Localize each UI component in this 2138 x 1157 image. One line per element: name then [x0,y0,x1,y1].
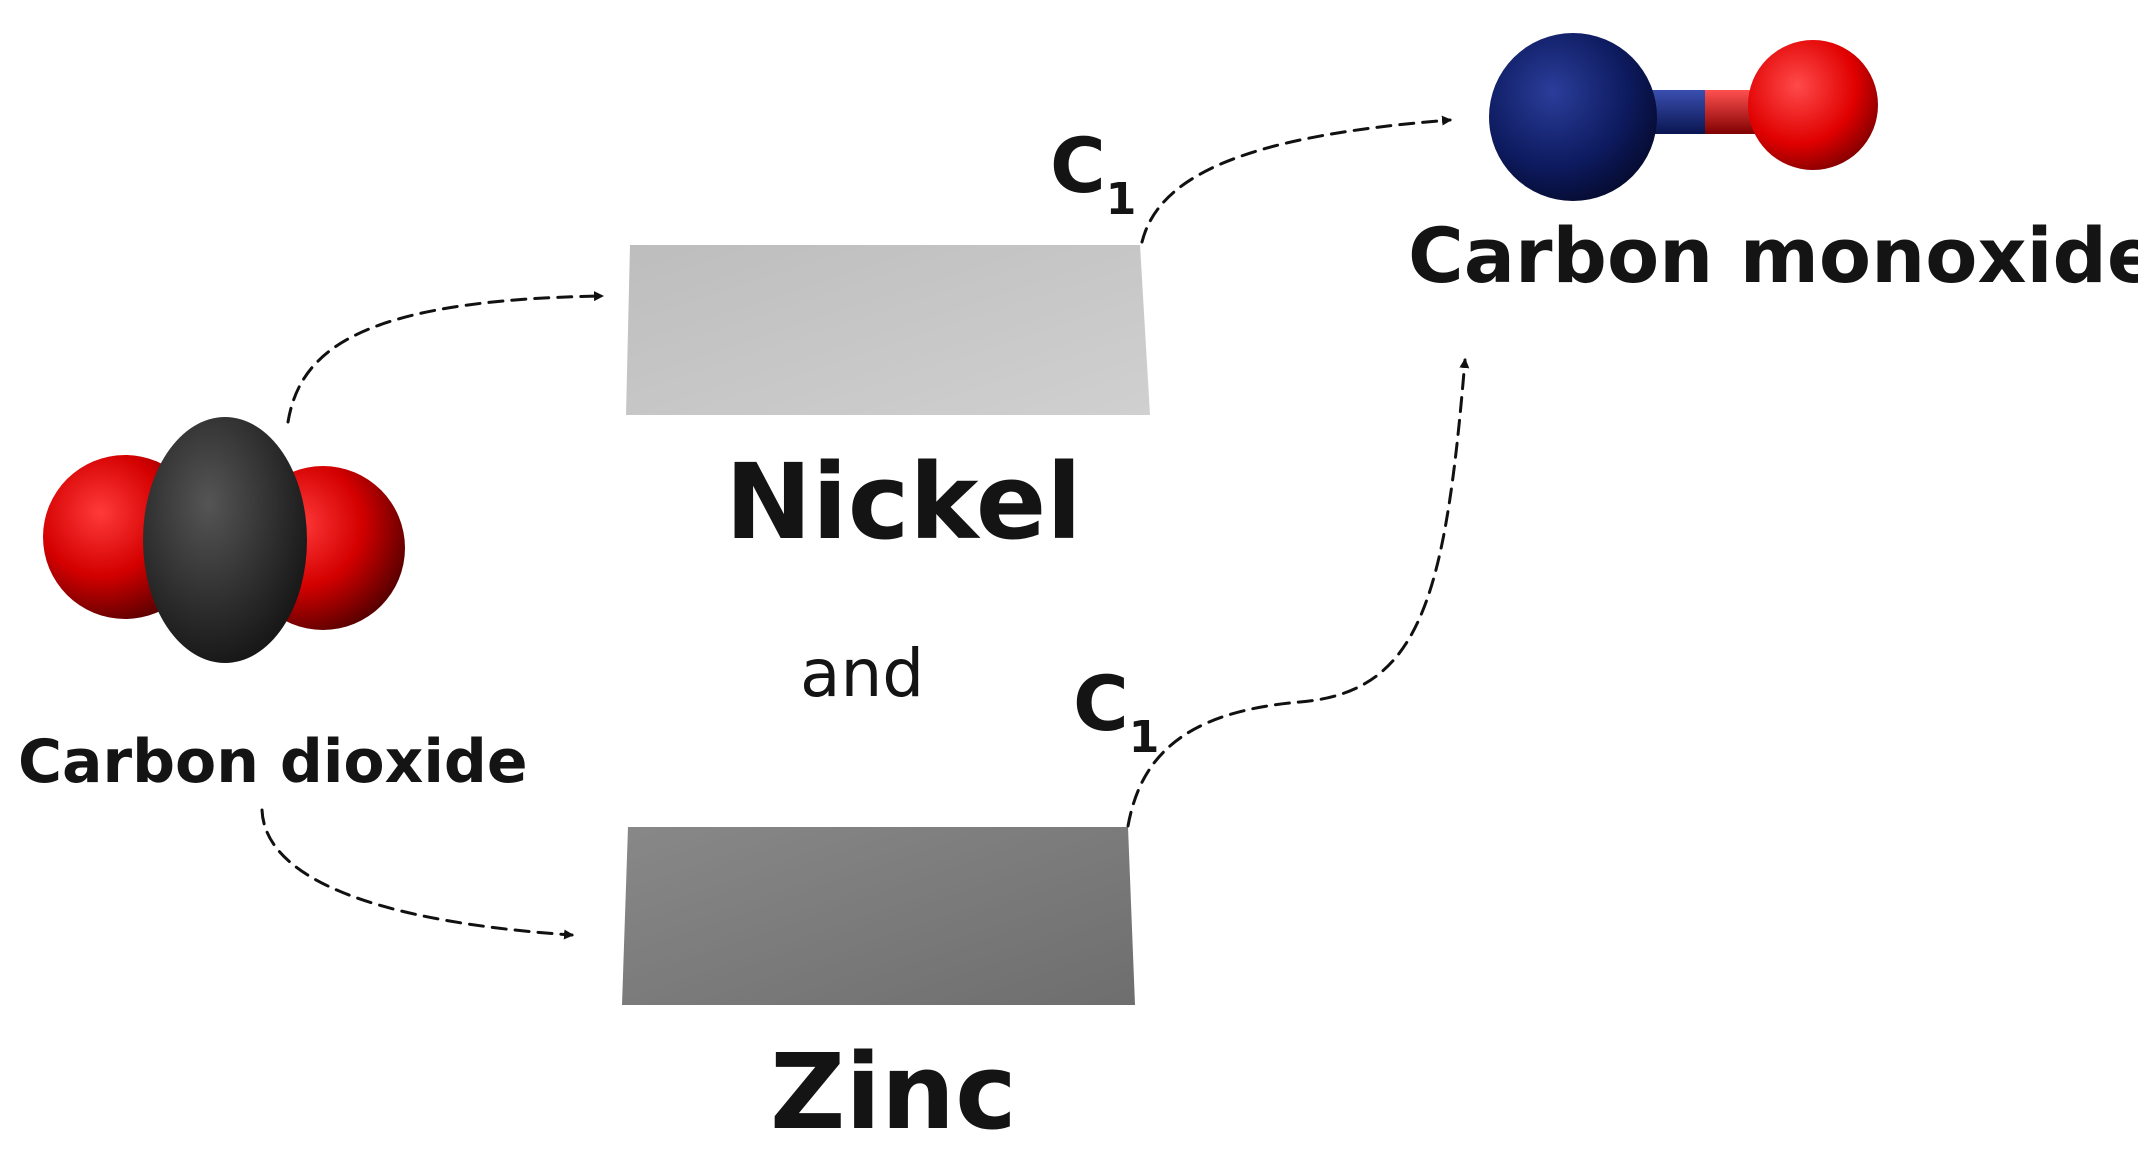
and-label: and [800,635,924,712]
carbon-monoxide-molecule [1489,33,1878,201]
flow-arrow-co2-to-zinc [260,808,574,940]
co2-carbon-atom [143,417,307,663]
zinc-label: Zinc [770,1031,1017,1153]
nickel-label: Nickel [725,441,1082,563]
site-label-zinc-sub: 1 [1129,712,1160,763]
site-label-zinc-main: C [1073,659,1129,748]
carbon-dioxide-label: Carbon dioxide [18,727,528,797]
nickel-surface [626,245,1150,415]
carbon-monoxide-label: Carbon monoxide [1408,211,2138,300]
zinc-surface [622,827,1135,1005]
flow-arrow-zinc-to-co [1126,358,1470,828]
flow-arrow-co2-to-nickel [286,291,604,424]
site-label-zinc: C1 [1073,659,1159,763]
carbon-dioxide-molecule [43,417,405,663]
flow-arrow-nickel-to-co [1140,115,1452,244]
co-carbon-atom [1489,33,1657,201]
site-label-nickel: C1 [1050,121,1136,225]
site-label-nickel-main: C [1050,121,1106,210]
site-label-nickel-sub: 1 [1106,174,1137,225]
co-oxygen-atom [1748,40,1878,170]
